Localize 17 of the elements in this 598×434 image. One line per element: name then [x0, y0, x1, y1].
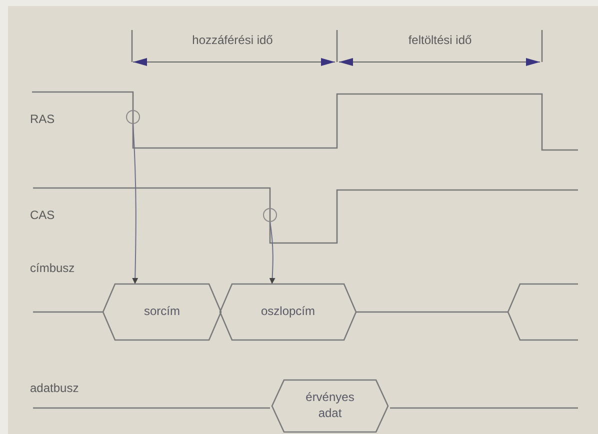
- bus-value-text: sorcím: [143, 303, 181, 320]
- leader-arrow: [132, 124, 138, 284]
- bus-value-hexagon: [103, 284, 221, 340]
- bus-value-hexagon: [272, 380, 388, 432]
- bus-value-text: oszlopcím: [260, 303, 316, 320]
- dimension-label: hozzáférési idő: [191, 33, 274, 47]
- dimension-label: feltöltési idő: [407, 33, 473, 47]
- bus-value-hexagon: [220, 284, 356, 340]
- signal-name: CAS: [30, 208, 55, 222]
- marker-circle: [126, 110, 140, 124]
- signal-name: címbusz: [30, 261, 75, 275]
- bus-value-text: érvényes adat: [304, 389, 356, 422]
- signal-name: adatbusz: [30, 381, 79, 395]
- leader-arrow: [269, 222, 276, 284]
- signal-name: RAS: [30, 112, 55, 126]
- marker-circle: [263, 208, 277, 222]
- bus-line: [356, 311, 508, 313]
